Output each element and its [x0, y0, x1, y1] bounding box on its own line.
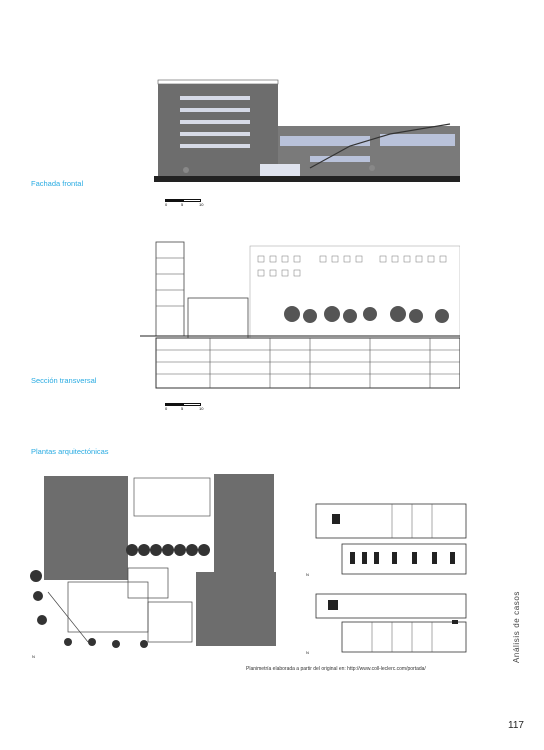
- scale-tick-0: 0: [165, 202, 168, 207]
- sidebar-label-text: Análisis de casos: [512, 590, 521, 663]
- scale-bar-1: 0 5 10: [165, 199, 205, 208]
- scale-tick-5: 5: [181, 202, 184, 207]
- scale-tick-10: 10: [199, 202, 204, 207]
- svg-text:N: N: [306, 572, 309, 577]
- page-number: 117: [508, 720, 524, 731]
- caption-fachada-frontal: Fachada frontal: [31, 179, 84, 188]
- scale-tick-0: 0: [165, 406, 168, 411]
- scale-tick-10: 10: [199, 406, 204, 411]
- sidebar-section-label: Análisis de casos: [512, 585, 526, 665]
- floor-plans-drawing: N N: [306, 503, 467, 655]
- front-elevation-drawing: [154, 79, 460, 182]
- caption-plantas-arquitectonicas: Plantas arquitectónicas: [31, 447, 109, 456]
- svg-text:N: N: [306, 650, 309, 655]
- site-plan-drawing: N: [30, 474, 276, 659]
- scale-tick-5: 5: [181, 406, 184, 411]
- scale-bar-2: 0 5 10: [165, 403, 205, 412]
- svg-text:N: N: [32, 654, 35, 659]
- caption-seccion-transversal: Sección transversal: [31, 376, 97, 385]
- source-credit: Planimetría elaborada a partir del origi…: [246, 666, 426, 672]
- cross-section-drawing: [140, 241, 460, 389]
